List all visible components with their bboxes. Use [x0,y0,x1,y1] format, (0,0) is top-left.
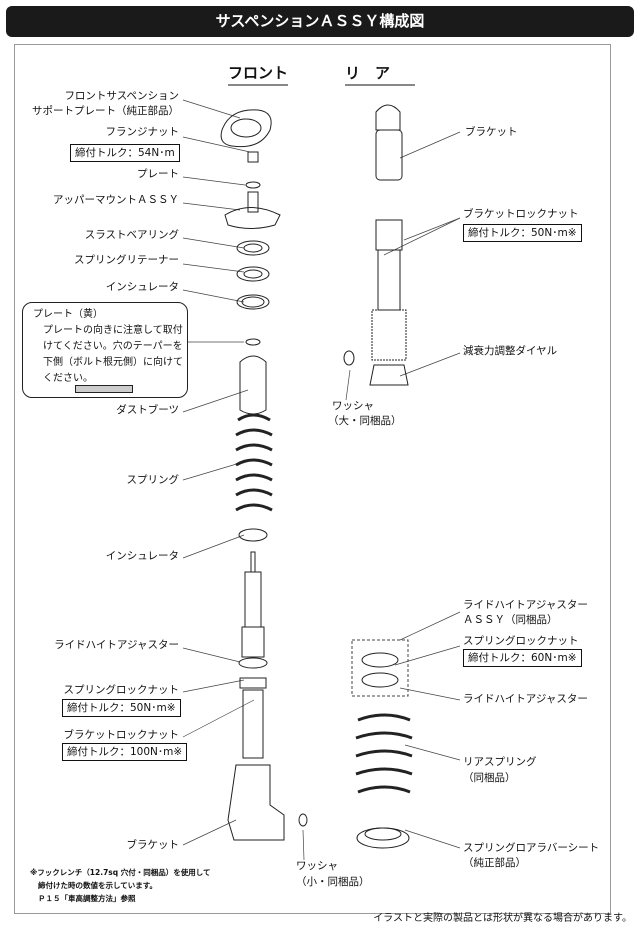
rear-heading: リ ア [345,62,415,86]
note-line: ください。 [43,373,93,384]
label-bracket-lock-nut: ブラケットロックナット [63,729,180,741]
torque-rear-bracket-lock-nut: 締付トルク：50N･m※ [463,224,582,242]
note-line: プレートの向きに注意して取付 [43,325,183,336]
label-flange-nut: フランジナット [105,126,180,138]
label-rear-spring-note: （同梱品） [463,772,516,784]
label-rear-bracket-lock-nut: ブラケットロックナット [463,208,579,220]
torque-bracket-lock-nut: 締付トルク：100N･m※ [62,743,188,761]
label-rha-assy-note: ＡＳＳＹ（同梱品） [463,614,558,626]
front-parts [220,109,308,841]
label-spring: スプリング [126,474,180,486]
diagram-frame [14,44,611,914]
label-bracket: ブラケット [126,839,180,851]
front-heading: フロント [228,62,289,86]
note-title: プレート（黄） [33,309,103,320]
label-dust-boot: ダストブーツ [116,404,179,416]
label-washer-large-note: （大・同梱品） [328,415,402,427]
torque-rear-spring-lock-nut: 締付トルク：60N･m※ [463,649,582,667]
page-title: サスペンションＡＳＳＹ構成図 [6,6,634,37]
plate-note: プレート（黄） プレートの向きに注意して取付 けてください。穴のテーパーを 下側… [22,302,188,398]
label-plate: プレート [137,168,179,180]
label-washer-small: ワッシャ [296,860,338,872]
note-line: 下側（ボルト根元側）に向けて [43,357,183,368]
label-support-plate-2: サポートプレート（純正部品） [32,105,179,117]
label-spring-lock-nut: スプリングロックナット [63,684,180,696]
note-line: けてください。穴のテーパーを [43,341,183,352]
label-lower-seat: スプリングロアラバーシート [463,842,600,854]
label-rha-assy: ライドハイトアジャスター [463,599,588,611]
label-damping-dial: 減衰力調整ダイヤル [463,345,558,357]
footnote-line: 締付けた時の数値を示しています。 [38,881,158,890]
label-rear-spring-lock-nut: スプリングロックナット [463,635,579,647]
plate-taper-icon [75,385,133,393]
label-ride-height-adjuster: ライドハイトアジャスター [54,639,179,651]
label-spring-retainer: スプリングリテーナー [74,254,179,266]
label-lower-seat-note: （純正部品） [463,857,526,869]
label-insulator-bottom: インシュレータ [105,550,179,562]
label-rear-ride-height-adjuster: ライドハイトアジャスター [463,693,588,705]
footnote-line: ※フックレンチ（12.7sq 穴付・同梱品）を使用して [30,868,211,877]
label-thrust-bearing: スラストベアリング [84,229,179,241]
label-upper-mount: アッパーマウントＡＳＳＹ [53,194,179,206]
label-rear-bracket: ブラケット [465,126,518,138]
leader-lines [182,99,461,861]
label-insulator-top: インシュレータ [105,281,179,293]
torque-spring-lock-nut: 締付トルク：50N･m※ [62,699,181,717]
label-washer-large: ワッシャ [332,400,374,412]
label-rear-spring: リアスプリング [463,756,537,768]
label-support-plate-1: フロントサスペンション [64,90,179,102]
disclaimer: イラストと実際の製品とは形状が異なる場合があります。 [373,913,632,924]
label-washer-small-note: （小・同梱品） [296,876,370,888]
footnote-line: Ｐ１５「車高調整方法」参照 [38,894,136,903]
torque-flange-nut: 締付トルク：54N･m [70,144,180,162]
rear-parts [343,104,413,849]
